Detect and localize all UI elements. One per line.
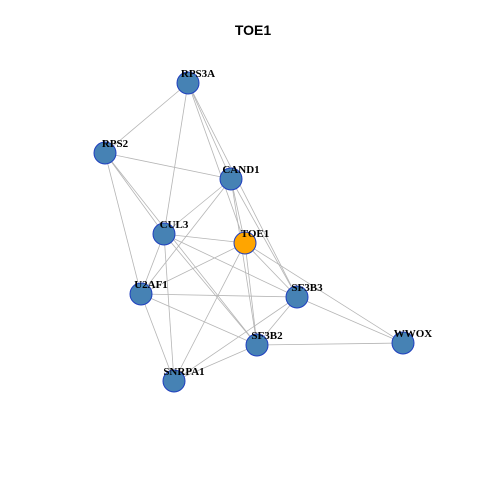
- node-rps2[interactable]: [93, 141, 117, 165]
- node-sf3b2[interactable]: [245, 333, 269, 357]
- node-label-toe1: TOE1: [241, 228, 270, 240]
- node-toe1[interactable]: [233, 231, 257, 255]
- edge-rps3a-cand1: [187, 82, 232, 180]
- edge-cul3-sf3b2: [163, 233, 258, 346]
- edge-rps3a-toe1: [187, 82, 246, 244]
- node-cand1[interactable]: [219, 167, 243, 191]
- node-label-rps2: RPS2: [102, 138, 129, 150]
- edge-cul3-sf3b3: [163, 233, 298, 298]
- edge-layer: [104, 82, 404, 382]
- node-label-u2af1: U2AF1: [134, 279, 168, 291]
- edge-toe1-u2af1: [140, 242, 246, 295]
- diagram-title: TOE1: [235, 22, 272, 38]
- node-u2af1[interactable]: [129, 282, 153, 306]
- edge-rps2-u2af1: [104, 152, 142, 295]
- node-label-cul3: CUL3: [160, 219, 189, 231]
- edge-cul3-snrpa1: [163, 233, 175, 382]
- edge-rps2-cand1: [104, 152, 232, 180]
- node-label-sf3b3: SF3B3: [291, 282, 323, 294]
- edge-cand1-sf3b3: [230, 178, 298, 298]
- node-layer: [93, 71, 415, 393]
- node-rps3a[interactable]: [176, 71, 200, 95]
- edge-u2af1-sf3b2: [140, 293, 258, 346]
- node-cul3[interactable]: [152, 222, 176, 246]
- edge-cand1-cul3: [163, 178, 232, 235]
- edge-toe1-sf3b2: [244, 242, 258, 346]
- node-label-sf3b2: SF3B2: [251, 330, 283, 342]
- node-label-cand1: CAND1: [222, 164, 259, 176]
- edge-toe1-sf3b3: [244, 242, 298, 298]
- edge-rps3a-cul3: [163, 82, 189, 235]
- edge-sf3b2-snrpa1: [173, 344, 258, 382]
- node-snrpa1[interactable]: [162, 369, 186, 393]
- node-label-wwox: WWOX: [394, 328, 433, 340]
- edge-u2af1-sf3b3: [140, 293, 298, 298]
- edge-rps3a-sf3b3: [187, 82, 298, 298]
- edge-toe1-wwox: [244, 242, 404, 344]
- node-wwox[interactable]: [391, 331, 415, 355]
- edge-u2af1-snrpa1: [140, 293, 175, 382]
- edge-rps2-cul3: [104, 152, 165, 235]
- edge-sf3b3-snrpa1: [173, 296, 298, 382]
- edge-cul3-toe1: [163, 233, 246, 244]
- node-label-rps3a: RPS3A: [181, 68, 215, 80]
- edge-sf3b3-wwox: [296, 296, 404, 344]
- node-label-snrpa1: SNRPA1: [163, 366, 204, 378]
- edge-rps3a-rps2: [104, 82, 189, 154]
- edge-cand1-sf3b2: [230, 178, 258, 346]
- edge-sf3b2-wwox: [256, 342, 404, 346]
- edge-rps2-sf3b2: [104, 152, 258, 346]
- node-sf3b3[interactable]: [285, 285, 309, 309]
- edge-toe1-snrpa1: [173, 242, 246, 382]
